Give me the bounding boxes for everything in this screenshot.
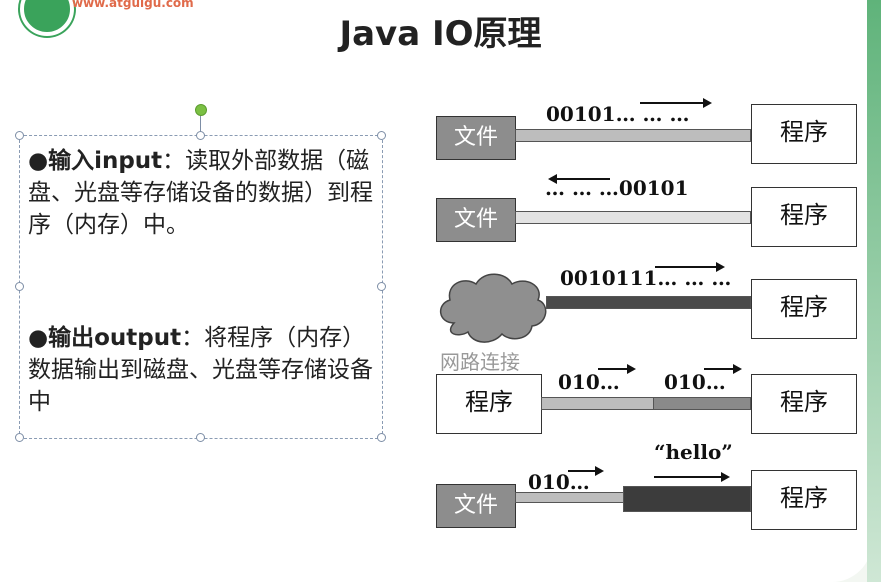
data-label-row4-right: 010…	[664, 370, 726, 394]
resize-handle-left[interactable]	[15, 282, 24, 291]
program-box-row4: 程序	[751, 374, 857, 434]
program-box-row1: 程序	[751, 104, 857, 164]
slide-edge-decoration	[867, 0, 881, 582]
arrow-right-row3	[655, 262, 725, 272]
file-box-row5: 文件	[436, 484, 516, 528]
resize-handle-bottom[interactable]	[196, 433, 205, 442]
resize-handle-right[interactable]	[377, 282, 386, 291]
output-paragraph: ●输出output：将程序（内存）数据输出到磁盘、光盘等存储设备中	[28, 322, 373, 418]
page-title: Java IO原理	[339, 14, 542, 54]
stream-bar-row1	[515, 129, 751, 142]
arrow-right-row4-left	[598, 364, 636, 374]
resize-handle-top-left[interactable]	[15, 131, 24, 140]
resize-handle-top-right[interactable]	[377, 131, 386, 140]
program-box-row2: 程序	[751, 187, 857, 247]
input-text: ：读取外部数据（磁盘、光盘等存储设备的数据）到程序（内存）中。	[28, 148, 373, 238]
source-program-box-row4: 程序	[436, 374, 542, 434]
resize-handle-bottom-left[interactable]	[15, 433, 24, 442]
data-label-row3: 0010111… … …	[560, 266, 732, 290]
input-label: 输入input	[48, 148, 163, 174]
stream-bar-row5-right	[623, 486, 751, 512]
data-label-row1: 00101… … …	[546, 102, 690, 126]
arrow-right-row1	[640, 98, 712, 108]
program-box-row5: 程序	[751, 470, 857, 530]
program-box-row3: 程序	[751, 279, 857, 339]
data-label-row4-left: 010…	[558, 370, 620, 394]
stream-bar-row4-left	[541, 397, 654, 410]
data-label-row5-right: “hello”	[654, 440, 733, 464]
arrow-right-row5-right	[654, 472, 730, 482]
logo-url: www.atguigu.com	[72, 0, 194, 10]
file-box-row2: 文件	[436, 198, 516, 242]
input-bullet: ●	[28, 148, 49, 174]
stream-bar-row3	[546, 296, 751, 309]
data-label-row5-left: 010…	[528, 470, 590, 494]
arrow-right-row5-left	[568, 466, 604, 476]
file-box-row1: 文件	[436, 116, 516, 160]
data-label-row2: … … …00101	[545, 176, 689, 200]
cloud-icon	[440, 273, 547, 343]
resize-handle-top[interactable]	[196, 131, 205, 140]
output-bullet: ●	[28, 325, 49, 351]
arrow-left-row2	[548, 174, 610, 184]
output-label: 输出output	[48, 325, 182, 351]
network-label: 网路连接	[440, 350, 520, 374]
rotation-handle[interactable]	[195, 104, 207, 116]
arrow-right-row4-right	[704, 364, 742, 374]
output-text: ：将程序（内存）数据输出到磁盘、光盘等存储设备中	[28, 325, 373, 415]
stream-bar-row4-right	[653, 397, 751, 410]
resize-handle-bottom-right[interactable]	[377, 433, 386, 442]
stream-bar-row2	[515, 211, 751, 224]
input-paragraph: ●输入input：读取外部数据（磁盘、光盘等存储设备的数据）到程序（内存）中。	[28, 145, 373, 241]
rotation-handle-line	[200, 112, 201, 134]
